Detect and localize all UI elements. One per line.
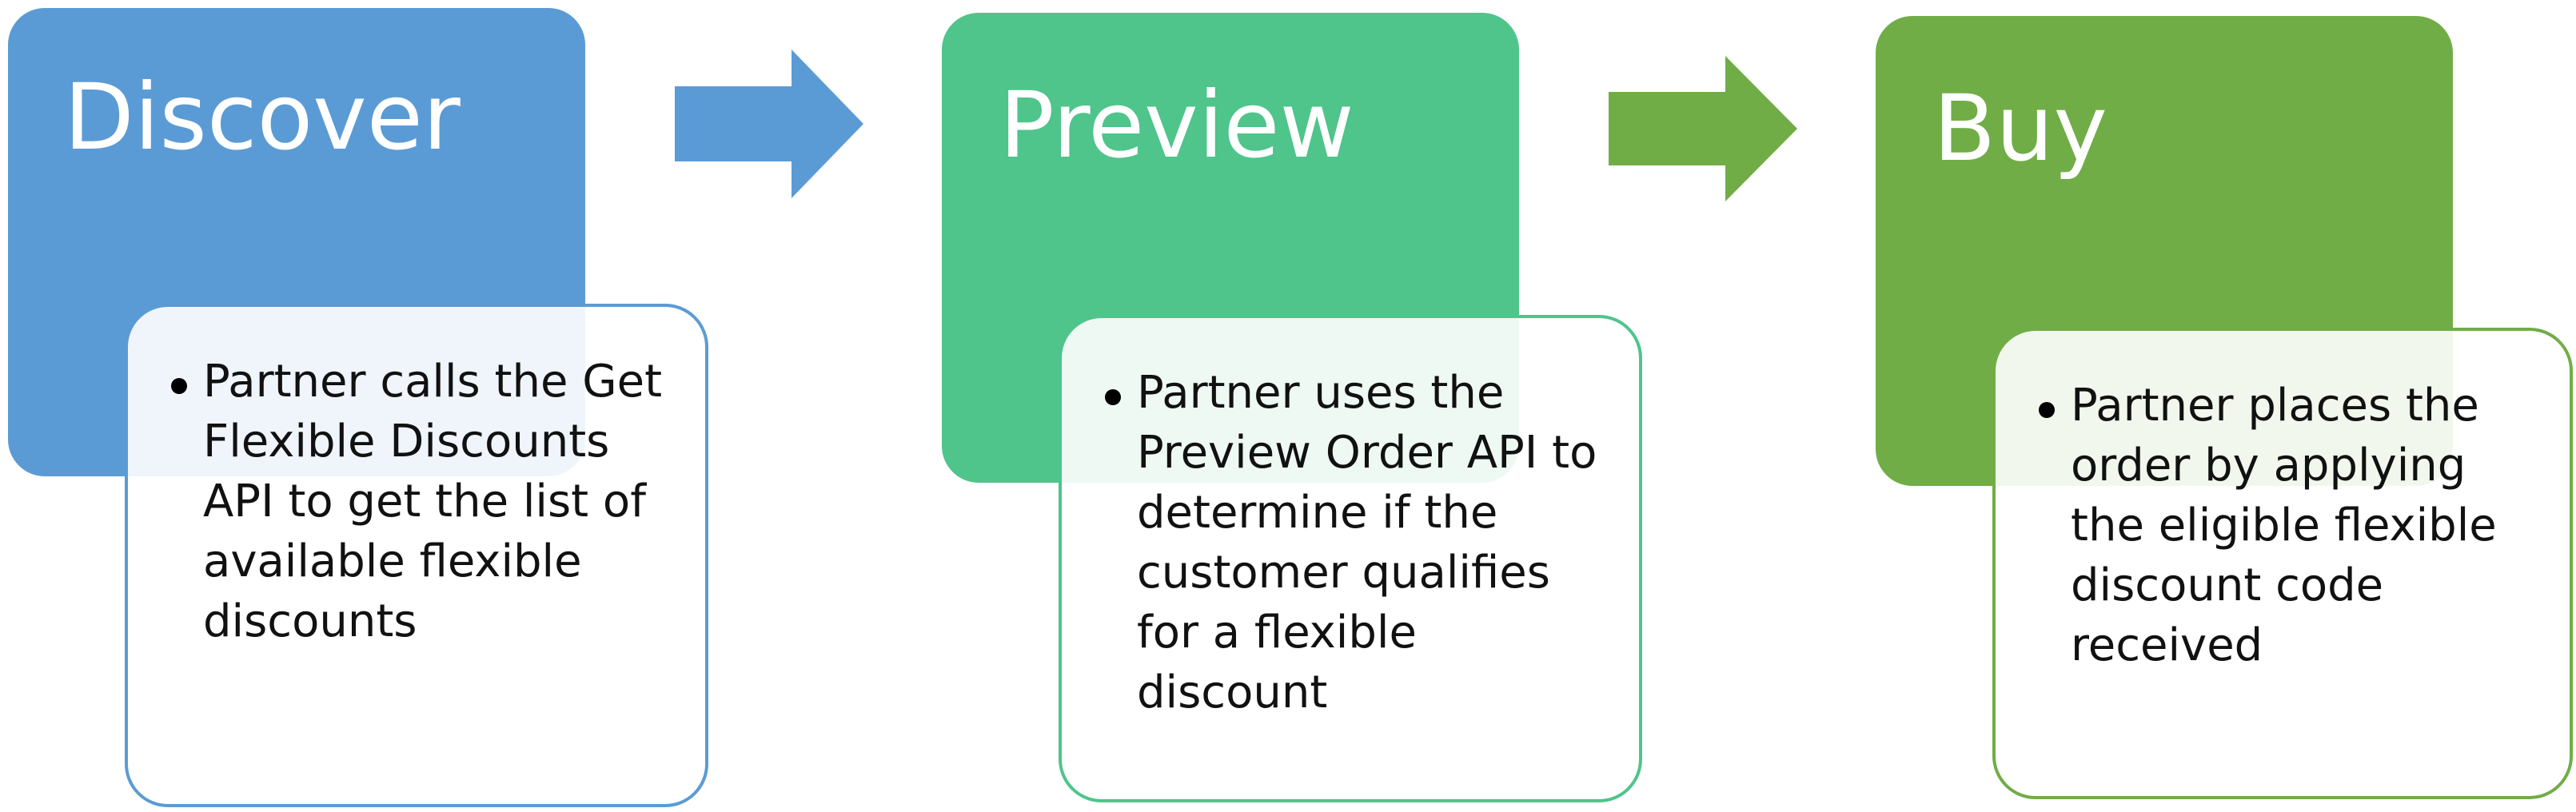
right-arrow-icon — [1609, 56, 1797, 201]
buy-step-card: Partner places the order by applying the… — [1992, 328, 2573, 799]
discover-step-description: Partner calls the Get Flexible Discounts… — [203, 356, 663, 647]
buy-step-title: Buy — [1933, 75, 2107, 181]
discover-step-bullet: Partner calls the Get Flexible Discounts… — [171, 352, 673, 651]
bullet-icon — [2039, 402, 2055, 418]
preview-step-title: Preview — [999, 72, 1354, 178]
right-arrow-icon — [675, 50, 863, 198]
discover-step-card: Partner calls the Get Flexible Discounts… — [125, 304, 708, 807]
preview-step-card: Partner uses the Preview Order API to de… — [1059, 315, 1642, 802]
buy-step-description: Partner places the order by applying the… — [2071, 380, 2497, 671]
discover-step-title: Discover — [64, 64, 461, 170]
bullet-icon — [171, 378, 187, 394]
bullet-icon — [1105, 389, 1121, 405]
preview-step-bullet: Partner uses the Preview Order API to de… — [1105, 363, 1607, 722]
preview-step-description: Partner uses the Preview Order API to de… — [1137, 367, 1597, 718]
buy-step-bullet: Partner places the order by applying the… — [2039, 376, 2538, 675]
